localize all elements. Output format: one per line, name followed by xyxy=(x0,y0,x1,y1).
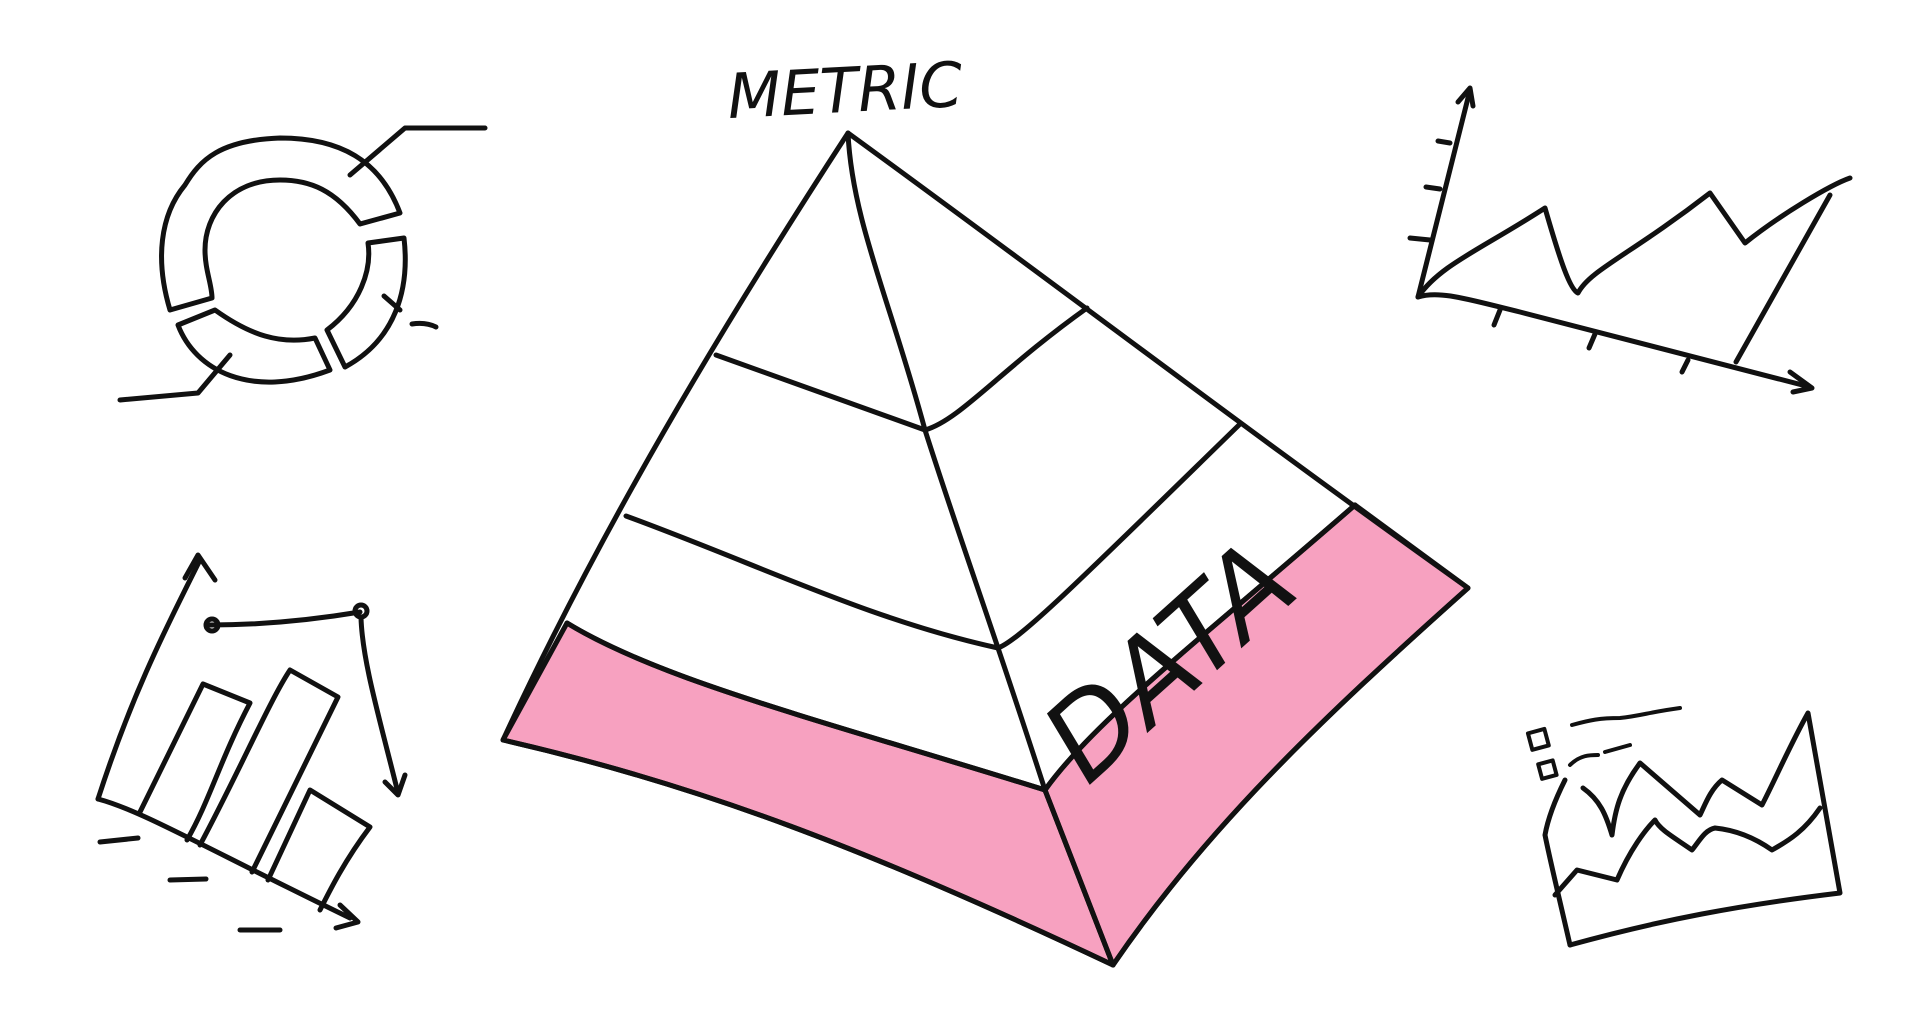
pyramid-tier-line-1-left xyxy=(713,352,928,433)
metric-pyramid: METRIC DATA xyxy=(500,48,1471,968)
bar-chart-icon xyxy=(95,552,408,933)
pyramid-tier-line-2-right xyxy=(995,422,1242,651)
pyramid-tier-line-1-right xyxy=(922,305,1090,433)
pyramid-ridge xyxy=(845,130,1116,968)
pyramid-top-label: METRIC xyxy=(726,48,965,133)
area-chart-icon xyxy=(1525,706,1843,948)
pyramid-tier-line-3-right xyxy=(1042,502,1358,793)
pyramid-base-tier-left xyxy=(500,620,1116,968)
pyramid-tier-line-2-left xyxy=(623,513,1001,651)
line-chart-icon xyxy=(1407,85,1853,395)
circular-cycle-icon xyxy=(117,125,488,403)
pyramid-tier-line-3-left xyxy=(564,620,1048,793)
